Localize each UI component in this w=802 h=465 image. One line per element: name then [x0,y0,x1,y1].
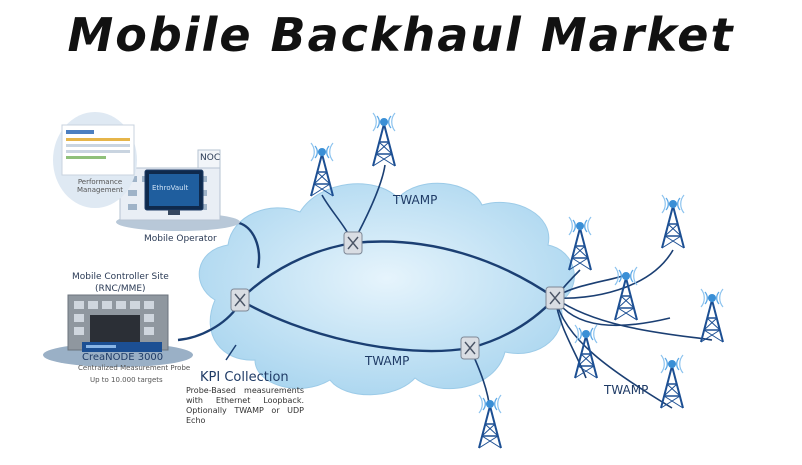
monitor-icon [144,169,204,215]
twamp-label-middle: TWAMP [365,354,410,368]
kpi-title: KPI Collection [200,370,289,385]
cell-tower-icon [660,354,684,409]
kpi-description: Probe-Based measurements with Ethernet L… [186,386,304,425]
cell-tower-icon [568,216,592,271]
monitor-brand: EthroVault [152,184,189,192]
cell-tower-icon [372,112,396,167]
page-title: Mobile Backhaul Market [67,8,735,62]
probe-device-caption: Centralized Measurement Probe [78,364,191,372]
probe-device-icon [82,315,162,352]
cell-tower-icon [478,394,502,449]
mobile-operator-label: Mobile Operator [144,234,217,244]
noc-label: NOC [200,153,221,163]
cell-tower-icon [574,324,598,379]
cell-tower-icon [700,288,724,343]
twamp-label-right: TWAMP [604,383,649,397]
router-icon [230,288,250,312]
performance-screen [53,112,137,208]
router-icon [343,231,363,255]
router-icon [460,336,480,360]
controller-site-sublabel: (RNC/MME) [95,284,146,294]
controller-site-label: Mobile Controller Site [72,272,169,282]
cell-tower-icon [661,194,685,249]
performance-label: Performance Management [76,178,124,194]
cell-tower-icon [310,142,334,197]
twamp-label-top: TWAMP [393,193,438,207]
cell-tower-icon [614,266,638,321]
backhaul-cloud [198,182,575,396]
probe-device-name: CreaNODE 3000 [82,352,164,363]
router-icon [545,286,565,310]
probe-targets-label: Up to 10.000 targets [90,376,163,384]
